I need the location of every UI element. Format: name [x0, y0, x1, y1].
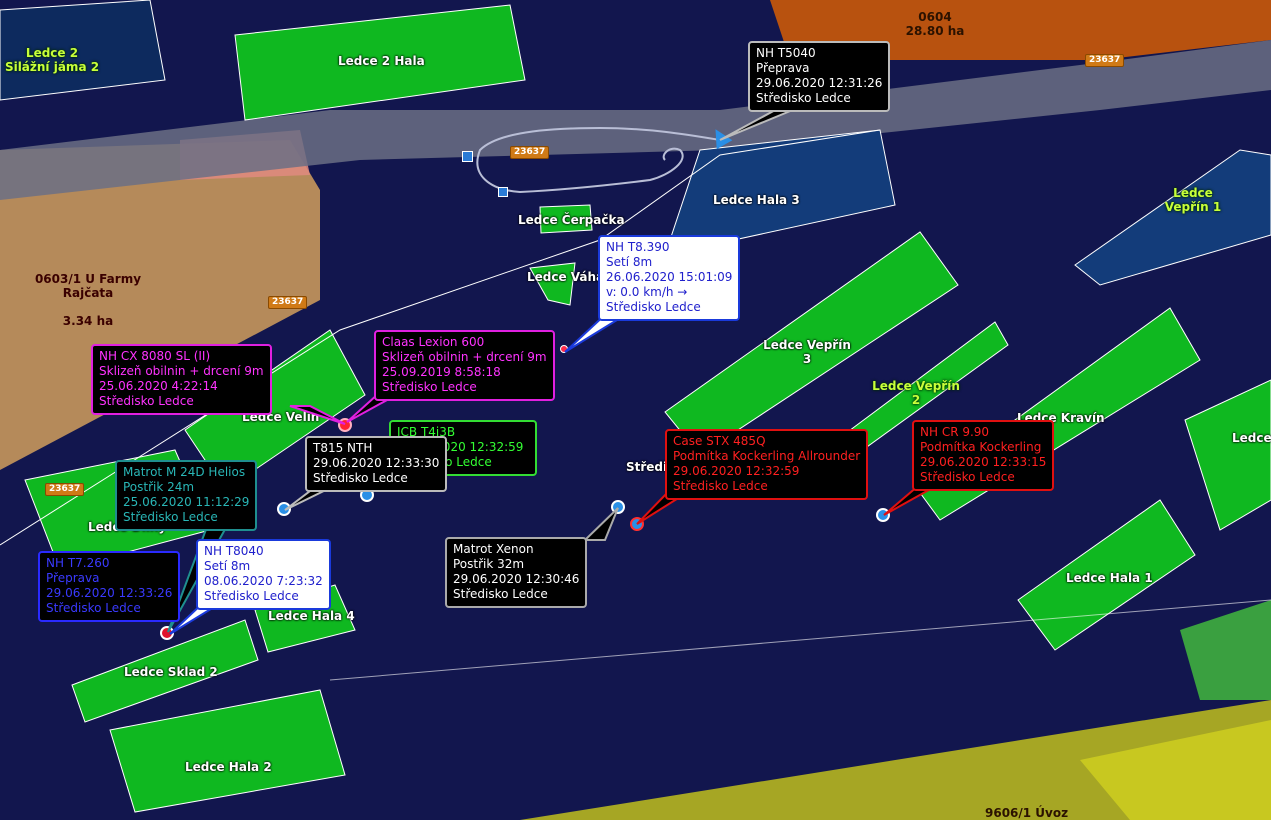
vehicle-marker-nh-t8390[interactable]	[560, 345, 568, 353]
building-label-hala1: Ledce Hala 1	[1066, 571, 1153, 585]
building-label-cerpacka: Ledce Čerpačka	[518, 213, 625, 227]
vehicle-callout-nh-t8040[interactable]: NH T8040 Setí 8m 08.06.2020 7:23:32 Stře…	[196, 539, 331, 610]
building-label-ledce-right: Ledce	[1232, 431, 1271, 445]
area-boundary-south	[329, 599, 1271, 681]
field-yellow-patch	[1080, 720, 1271, 820]
field-0603-polygon[interactable]	[0, 140, 320, 470]
field-green-patch	[1180, 600, 1271, 700]
building-veprin1-polygon[interactable]	[1074, 149, 1271, 286]
road-band	[0, 40, 1271, 200]
building-label-hala2: Ledce Hala 2	[185, 760, 272, 774]
vehicle-callout-matrot-m24[interactable]: Matrot M 24D Helios Postřik 24m 25.06.20…	[115, 460, 258, 531]
bus-stop-icon[interactable]	[462, 151, 473, 162]
vehicle-callout-nh-t5040[interactable]: NH T5040 Přeprava 29.06.2020 12:31:26 St…	[748, 41, 891, 112]
road-shield-3: 23637	[268, 296, 308, 309]
vehicle-callout-case[interactable]: Case STX 485Q Podmítka Kockerling Allrou…	[665, 429, 869, 500]
building-label-hala3: Ledce Hala 3	[713, 193, 800, 207]
vehicle-callout-nh-cx[interactable]: NH CX 8080 SL (II) Sklizeň obilnin + drc…	[91, 344, 272, 415]
building-hala3-polygon[interactable]	[664, 129, 896, 256]
building-label-hala4: Ledce Hala 4	[268, 609, 355, 623]
road-shield-4: 23637	[45, 483, 85, 496]
building-label-veprin1: Ledce Vepřín 1	[1164, 186, 1222, 214]
vehicle-marker-nh-t7260[interactable]	[160, 626, 174, 640]
building-label-sklad2: Ledce Sklad 2	[124, 665, 218, 679]
road-shield-1: 23637	[1085, 54, 1125, 67]
building-cerpacka-polygon[interactable]	[539, 204, 593, 234]
road-shield-2: 23637	[510, 146, 550, 159]
field-label-0604: 0604 28.80 ha	[905, 10, 965, 38]
building-ledce-right-polygon[interactable]	[1184, 379, 1271, 531]
vehicle-marker-matrot-xenon[interactable]	[611, 500, 625, 514]
building-hala2-polygon[interactable]	[109, 689, 346, 813]
building-label-veprin2: Ledce Vepřín 2	[872, 379, 960, 407]
building-sklad2-polygon[interactable]	[71, 619, 259, 723]
building-label-veprin3: Ledce Vepřín 3	[763, 338, 851, 366]
vehicle-marker-claas[interactable]	[338, 418, 352, 432]
vehicle-callout-nh-t8390[interactable]: NH T8.390 Setí 8m 26.06.2020 15:01:09 v:…	[598, 235, 741, 321]
building-label-silazni: Ledce 2 Silážní jáma 2	[4, 46, 100, 74]
vehicle-callout-t815[interactable]: T815 NTH 29.06.2020 12:33:30 Středisko L…	[305, 436, 448, 492]
building-label-hala2top: Ledce 2 Hala	[338, 54, 425, 68]
vehicle-callout-claas[interactable]: Claas Lexion 600 Sklizeň obilnin + drcen…	[374, 330, 555, 401]
building-silazni-polygon[interactable]	[0, 0, 166, 101]
vehicle-callout-nh-t7260[interactable]: NH T7.260 Přeprava 29.06.2020 12:33:26 S…	[38, 551, 181, 622]
building-label-vaha: Ledce Váha	[527, 270, 605, 284]
vehicle-marker-case[interactable]	[630, 517, 644, 531]
vehicle-marker-t815[interactable]	[277, 502, 291, 516]
vehicle-callout-nh-cr[interactable]: NH CR 9.90 Podmítka Kockerling 29.06.202…	[912, 420, 1055, 491]
field-label-0603: 0603/1 U Farmy Rajčata 3.34 ha	[34, 272, 142, 328]
building-vaha-polygon[interactable]	[529, 262, 576, 306]
field-label-9606: 9606/1 Úvoz	[985, 806, 1069, 820]
field-0604-polygon[interactable]	[770, 0, 1271, 60]
vehicle-callout-matrot-xenon[interactable]: Matrot Xenon Postřik 32m 29.06.2020 12:3…	[445, 537, 588, 608]
building-hala1-polygon[interactable]	[1017, 499, 1196, 651]
bus-stop-icon[interactable]	[498, 187, 508, 197]
building-hala2top-polygon[interactable]	[234, 4, 526, 121]
vehicle-marker-nh-cr[interactable]	[876, 508, 890, 522]
field-9606-polygon[interactable]	[520, 700, 1271, 820]
